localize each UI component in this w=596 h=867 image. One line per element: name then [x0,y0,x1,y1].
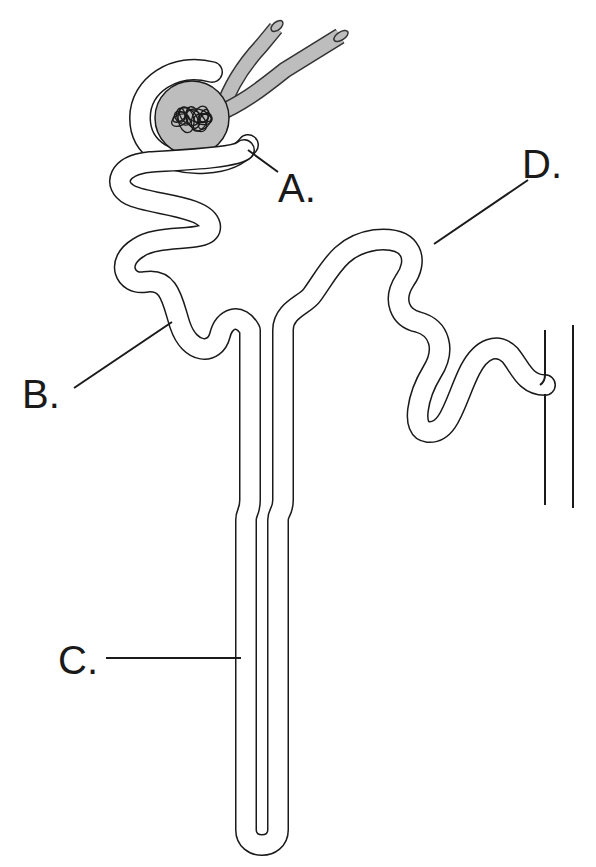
part-label: D. [522,144,562,184]
part-label: A. [278,168,316,208]
glomerulus [155,81,229,155]
collecting-duct [540,325,573,508]
capillary-loop [195,111,214,132]
leader-lines [74,150,528,658]
capillary-loop [176,108,186,123]
blood-vessels [215,18,350,115]
part-label: C. [58,640,98,680]
renal-tubule [120,150,545,845]
capillary-loop [181,106,210,136]
capillary-loop [170,111,191,129]
part-label: B. [22,374,60,414]
